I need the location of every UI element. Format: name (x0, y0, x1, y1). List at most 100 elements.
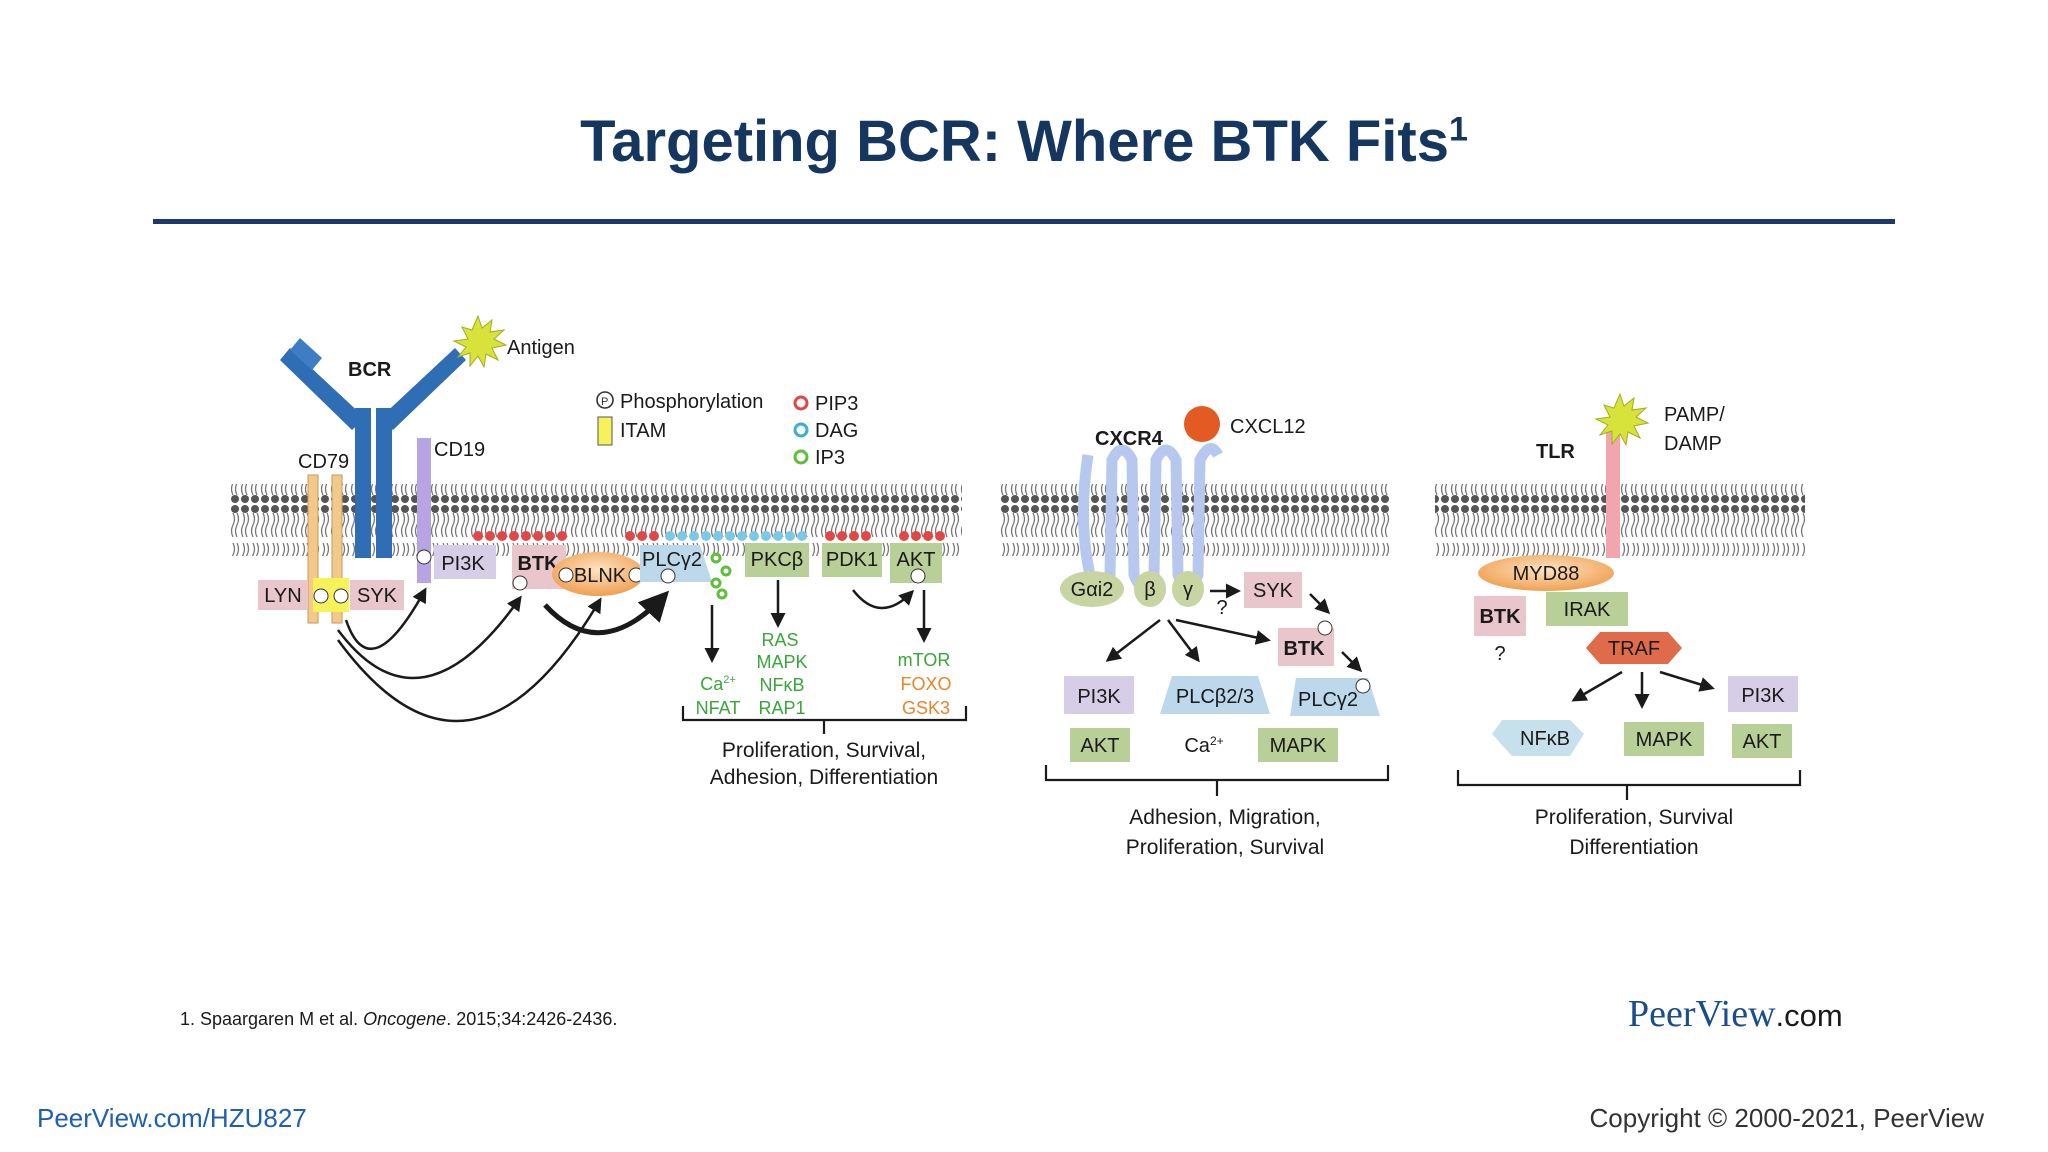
pamp-icon (1594, 392, 1650, 447)
tlr-outcome-line1: Proliferation, Survival (1535, 806, 1733, 829)
plcb-label: PLCβ2/3 (1176, 686, 1254, 708)
g-beta-box (1134, 571, 1166, 607)
citation: 1. Spaargaren M et al. Oncogene. 2015;34… (180, 1009, 617, 1030)
cxcr4-pi3k-box (1064, 676, 1134, 714)
syk-label: SYK (357, 585, 398, 607)
cxcr4-ca-label: Ca2+ (1184, 734, 1223, 757)
cxcr4-akt-label: AKT (1081, 735, 1120, 757)
irak-box (1546, 592, 1628, 626)
pkcb-box (745, 543, 809, 577)
brand-name: PeerView (1628, 993, 1776, 1035)
arrow (1309, 593, 1331, 615)
p-icon (910, 568, 926, 584)
cxcr4-btk-label: BTK (1283, 638, 1325, 660)
bcr-outcome-bracket (681, 706, 968, 734)
tlr-akt-label: AKT (1743, 731, 1782, 753)
citation-prefix: 1. Spaargaren M et al. (180, 1009, 364, 1029)
ca-superscript: 2+ (723, 674, 736, 686)
cxcr4-label: CXCR4 (1095, 428, 1164, 450)
pdk1-box (822, 543, 882, 577)
cxcr4-syk-box (1244, 572, 1302, 608)
blnk-label: BLNK (574, 565, 627, 587)
pdk1-label: PDK1 (826, 549, 878, 571)
slide-title-text: Targeting BCR: Where BTK Fits (580, 109, 1449, 174)
arrow (1175, 618, 1271, 645)
myd88-oval (1478, 555, 1614, 591)
plcb-box (1160, 676, 1270, 714)
brand-suffix: .com (1775, 998, 1843, 1033)
output-nfat: NFAT (696, 698, 741, 718)
p-icon (1317, 620, 1333, 636)
cxcr4-plcg-label: PLCγ2 (1298, 689, 1358, 711)
output-nfkb: NFκB (760, 675, 805, 695)
output-mtor: mTOR (898, 650, 951, 670)
tlr-question-mark: ? (1494, 643, 1505, 665)
p-icon (1355, 678, 1371, 694)
arrow (1167, 619, 1200, 663)
cxcr4-outcome-line2: Proliferation, Survival (1126, 836, 1324, 859)
legend-phosphorylation: Phosphorylation (620, 391, 763, 413)
peerview-logo: PeerView.com (1628, 992, 1843, 1036)
arrow (852, 589, 915, 610)
title-superscript: 1 (1449, 110, 1468, 149)
arrow (336, 597, 602, 723)
pi3k-label: PI3K (441, 553, 485, 575)
cxcl12-label: CXCL12 (1230, 416, 1306, 438)
p-icon (416, 549, 432, 565)
cxcr4-outcome-line1: Adhesion, Migration, (1129, 806, 1320, 829)
slide-title: Targeting BCR: Where BTK Fits1 (0, 108, 2048, 175)
arrow (336, 595, 522, 680)
program-link[interactable]: PeerView.com/HZU827 (37, 1103, 307, 1133)
legend-ip3: IP3 (815, 447, 845, 469)
tlr-pi3k-label: PI3K (1741, 685, 1785, 707)
pi3k-box (434, 545, 496, 579)
legend: P Phosphorylation ITAM PIP3 DAG IP3 (596, 391, 858, 469)
bcr-outcome-line1: Proliferation, Survival, (722, 739, 926, 762)
ca-superscript: 2+ (1210, 734, 1224, 748)
pip3-markers (473, 531, 945, 541)
g-alpha-box (1060, 571, 1124, 607)
bcr-receptor (280, 338, 466, 558)
tlr-btk-box (1474, 596, 1526, 636)
antigen-label: Antigen (507, 337, 575, 359)
cxcr4-mapk-label: MAPK (1270, 735, 1327, 757)
arrow (543, 590, 670, 636)
bcr-label: BCR (348, 359, 392, 381)
cd79-label: CD79 (298, 451, 349, 473)
p-icon (313, 588, 329, 604)
arrow (344, 587, 427, 650)
output-foxo: FOXO (900, 674, 951, 694)
tlr-akt-box (1732, 724, 1792, 758)
legend-p-glyph: P (601, 396, 608, 408)
cxcr4-outcome-bracket (1044, 765, 1390, 796)
g-gamma-label: γ (1183, 579, 1193, 601)
arrow (1659, 670, 1715, 692)
p-icon (660, 568, 676, 584)
tlr-receptor (1606, 430, 1620, 558)
p-icon (333, 588, 349, 604)
p-icon (512, 575, 528, 591)
ip3-icon (793, 449, 809, 465)
tlr-label: TLR (1536, 441, 1575, 463)
cxcr4-syk-label: SYK (1253, 580, 1294, 602)
bcr-outcome-line2: Adhesion, Differentiation (710, 766, 938, 789)
blnk-oval (552, 552, 644, 596)
traf-box (1586, 632, 1682, 664)
irak-label: IRAK (1564, 599, 1611, 621)
copyright: Copyright © 2000-2021, PeerView (1589, 1103, 1984, 1133)
g-gamma-box (1172, 571, 1204, 607)
cxcr4-akt-box (1070, 728, 1130, 762)
output-gsk3: GSK3 (902, 698, 950, 718)
ca-text: Ca (700, 674, 724, 694)
lyn-label: LYN (264, 585, 301, 607)
arrow (1571, 670, 1623, 702)
tlr-mapk-label: MAPK (1636, 729, 1693, 751)
pkcb-label: PKCβ (751, 549, 804, 571)
cxcr4-mapk-box (1258, 728, 1338, 762)
title-divider (153, 219, 1895, 224)
dag-markers (665, 531, 807, 541)
ip3-release (710, 552, 732, 600)
g-beta-label: β (1144, 579, 1156, 601)
itam-icon (597, 416, 613, 446)
